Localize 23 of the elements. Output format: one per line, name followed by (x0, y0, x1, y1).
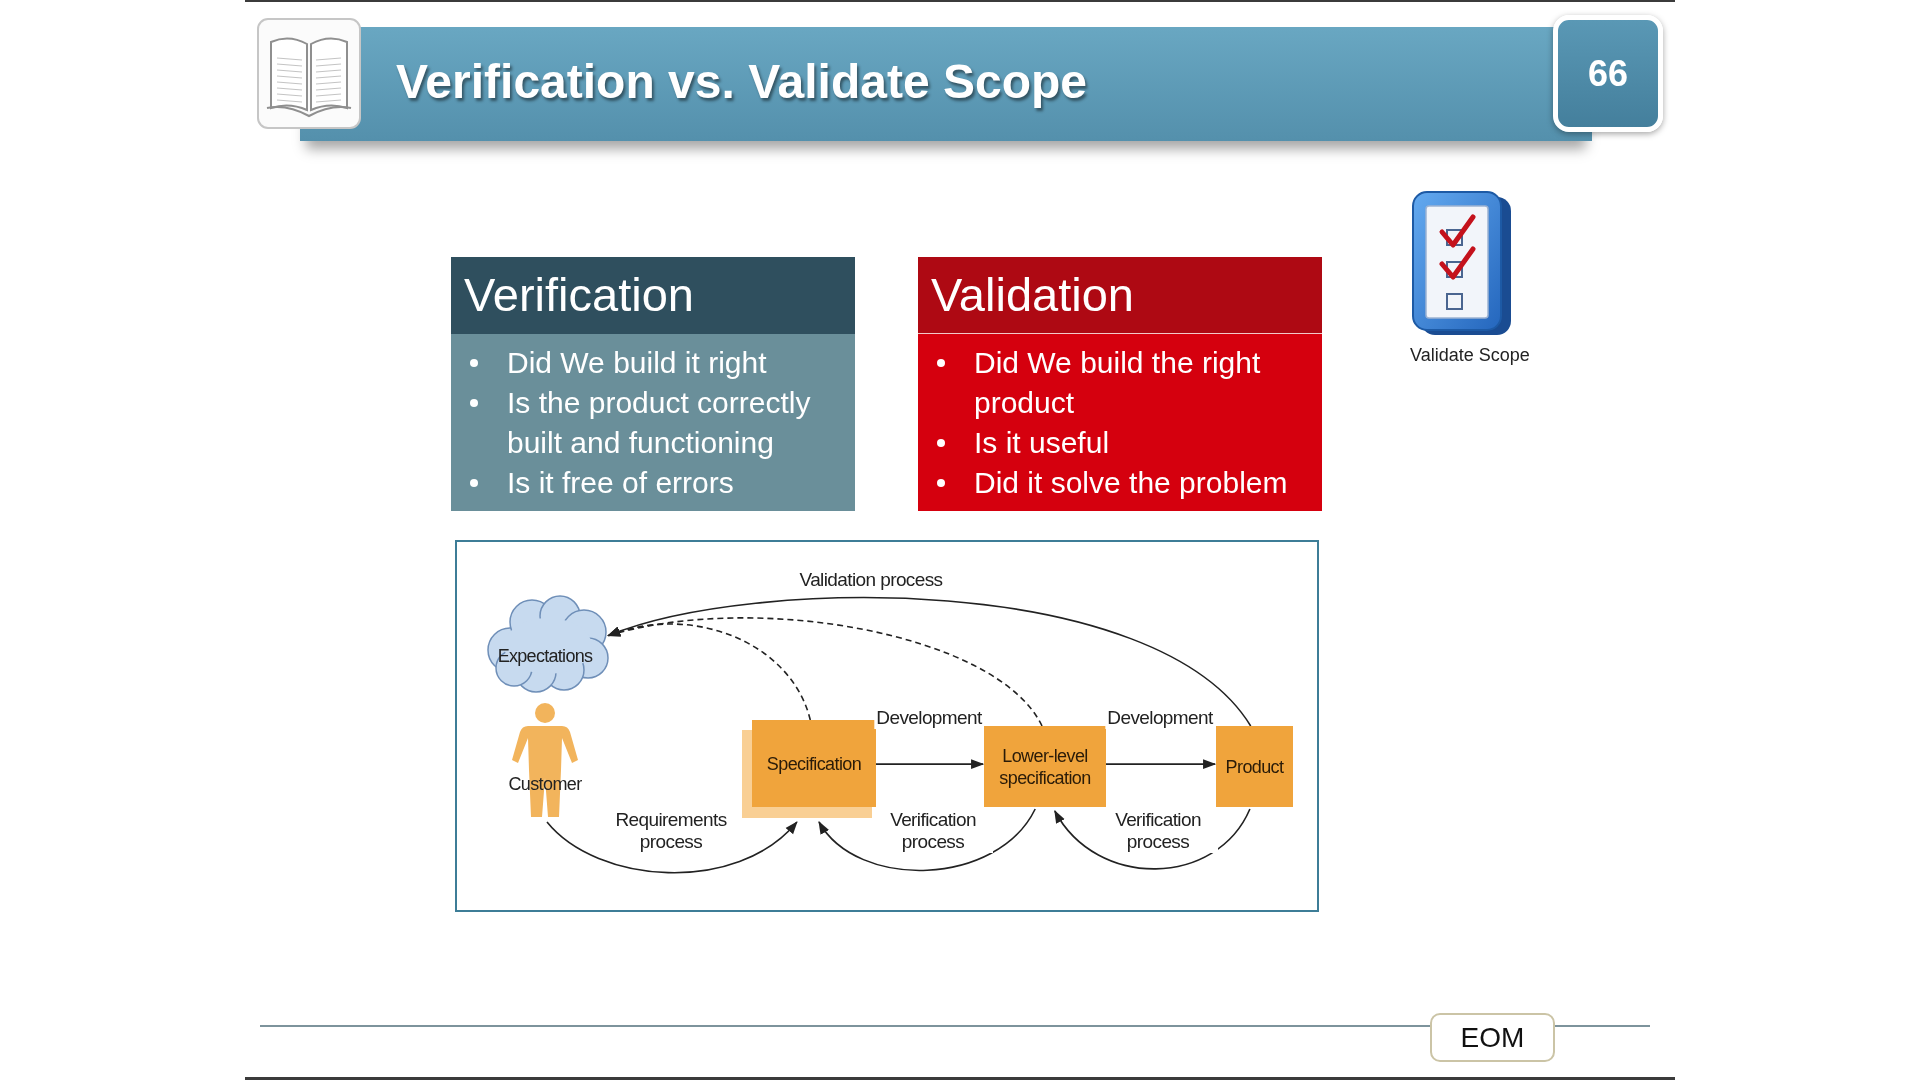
process-box: Product (1216, 726, 1293, 807)
arrow (1054, 808, 1251, 870)
slide-title: Verification vs. Validate Scope (396, 54, 1087, 110)
info-card (451, 257, 855, 511)
arrow (818, 808, 1036, 872)
bullet-item: Is it free of errors (507, 465, 735, 501)
icon-caption: Validate Scope (1410, 344, 1530, 366)
bullet-item: Is it useful (974, 425, 1111, 461)
bullet-item: Is the product correctly built and functioning (507, 385, 812, 461)
bullet-item: Did We build the right product (974, 345, 1262, 421)
arrow (875, 759, 985, 769)
info-card (918, 257, 1322, 511)
card-heading: Validation (918, 257, 1322, 334)
process-box: Specification (742, 720, 876, 818)
bullet-item: Did it solve the problem (974, 465, 1289, 501)
process-box: Lower-level specification (984, 726, 1106, 807)
dashed-arrow (607, 617, 1043, 727)
node-label: Expectations (497, 645, 593, 667)
arrow (546, 821, 798, 874)
card-heading: Verification (451, 257, 855, 334)
arrow (1105, 759, 1217, 769)
footer-tag: EOM (1430, 1013, 1555, 1062)
bullet-item: Did We build it right (507, 345, 768, 381)
